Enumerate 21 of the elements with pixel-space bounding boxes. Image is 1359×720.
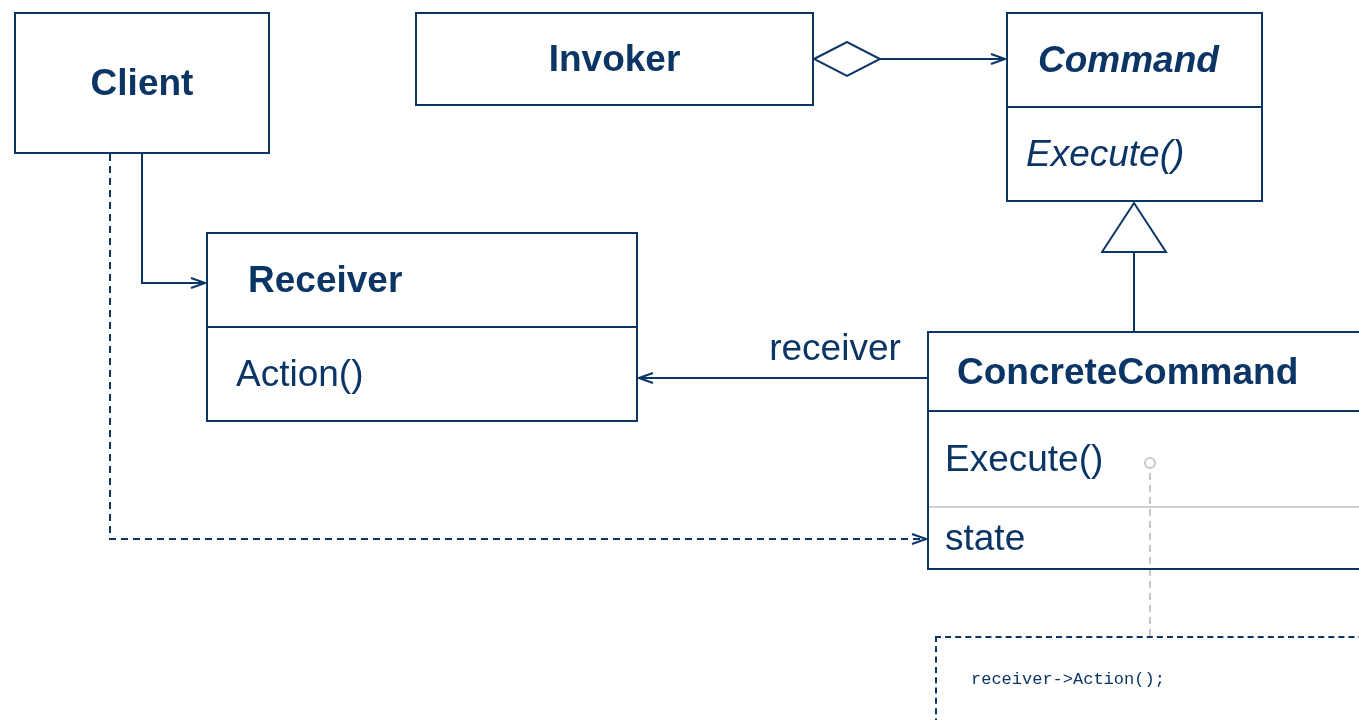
class-box bbox=[14, 12, 270, 154]
operation-text: Execute() bbox=[1026, 133, 1185, 175]
class-name: Invoker bbox=[548, 38, 681, 80]
class-box bbox=[1006, 12, 1263, 202]
class-name: ConcreteCommand bbox=[957, 350, 1299, 393]
association-arrow bbox=[141, 153, 206, 289]
aggregation-arrow bbox=[813, 41, 1006, 77]
inheritance-arrow bbox=[1101, 202, 1167, 332]
class-name: Receiver bbox=[248, 259, 403, 301]
dependency-arrow bbox=[109, 153, 927, 545]
operation-text: Action() bbox=[236, 353, 364, 395]
class-name: Client bbox=[90, 62, 194, 104]
operation-text: Execute() bbox=[945, 438, 1104, 480]
leader-line bbox=[1144, 457, 1156, 637]
class-name: Command bbox=[1038, 39, 1219, 81]
class-box bbox=[415, 12, 814, 106]
code-text: receiver->Action(); bbox=[971, 670, 1165, 689]
attribute-text: state bbox=[945, 517, 1026, 559]
class-box bbox=[206, 232, 638, 422]
class-box bbox=[927, 331, 1359, 570]
association-arrow bbox=[638, 372, 928, 384]
